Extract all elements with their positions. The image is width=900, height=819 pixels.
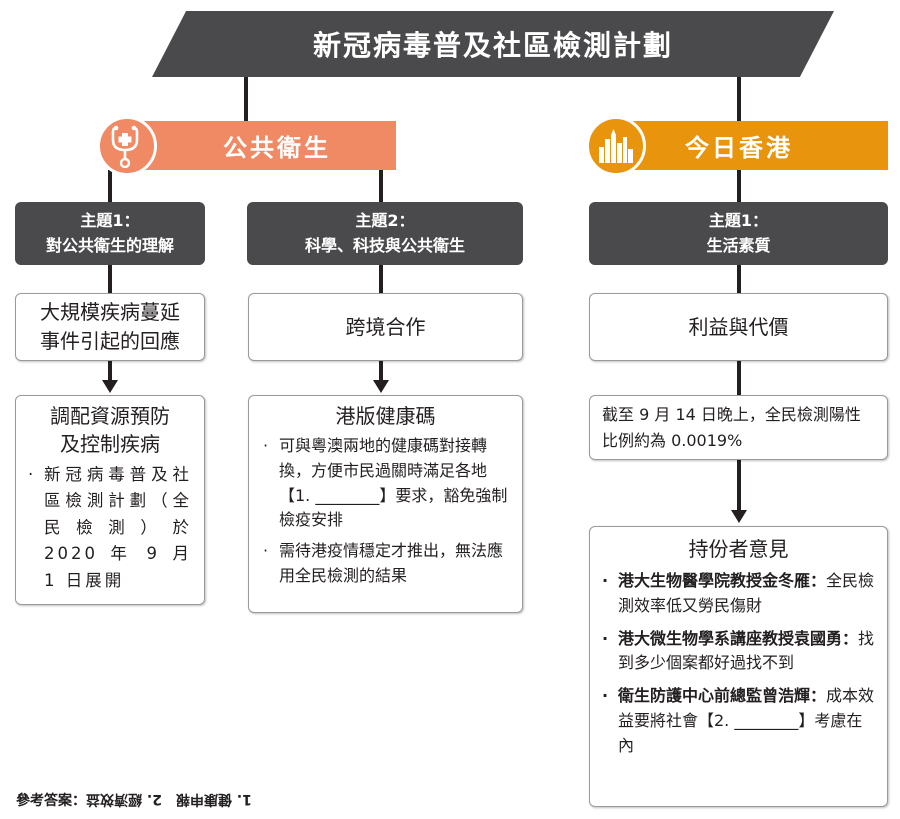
bullet-item: · 新冠病毒普及社區檢測計劃（全民檢測）於 2020 年 9 月 1 日展開 [28,462,192,594]
category-public-health: 公共衛生 [128,121,396,170]
public-health-badge [97,116,157,176]
bullet-text: 新冠病毒普及社區檢測計劃（全民檢測）於 2020 年 9 月 1 日展開 [44,465,192,590]
opinion-speaker: 衛生防護中心前總監曾浩輝： [618,686,827,706]
arrow-down-icon [102,380,118,393]
bullet-dot: · [602,686,609,706]
theme-box-science-technology: 主題2： 科學、科技與公共衛生 [247,202,523,265]
bullet-item: · 可與粵澳兩地的健康碼對接轉換，方便市民過關時滿足各地【1. ________… [263,434,508,533]
detail-title: 港版健康碼 [263,402,508,430]
answer-key: 參考答案：1. 健康申報 2. 經濟效益 [16,790,252,810]
bullet-dot: · [602,628,609,648]
opinion-text: 港大生物醫學院教授金冬雁：全民檢測效率低又勞民傷財 [618,569,875,619]
topic-line: 利益與代價 [688,314,789,339]
theme-number: 主題1： [80,210,140,230]
connector-cat2-theme1 [737,170,741,202]
theme-number: 主題1： [708,210,769,230]
detail-title-line: 港版健康碼 [335,404,436,428]
opinion-content: 成本效益要將社會【2. ________】考慮在內 [618,686,875,755]
hong-kong-badge [586,116,646,176]
connector-cat1-theme1 [108,170,112,202]
arrow-down-icon [731,510,747,523]
detail-box-resource-allocation: 調配資源預防 及控制疾病 · 新冠病毒普及社區檢測計劃（全民檢測）於 2020 … [15,395,205,605]
connector-title-left [244,77,248,121]
connector-title-right [737,77,741,121]
connector-topic2-detail [379,361,383,382]
detail-title-line: 及控制疾病 [60,432,160,456]
detail-title: 調配資源預防 及控制疾病 [28,402,192,458]
opinion-item: · 港大微生物學系講座教授袁國勇：找到多少個案都好過找不到 [602,627,875,677]
arrow-down-icon [373,380,389,393]
category-hong-kong-today: 今日香港 [620,121,888,170]
bullet-dot: · [28,465,34,484]
opinion-content: 找到多少個案都好過找不到 [618,628,875,673]
bullet-dot: · [602,571,609,590]
opinion-text: 港大微生物學系講座教授袁國勇：找到多少個案都好過找不到 [618,627,875,677]
diagram-title: 新冠病毒普及社區檢測計劃 [152,11,834,77]
connector-theme3-topic [737,265,741,293]
topic-line: 跨境合作 [345,314,426,339]
topic-line: 事件引起的回應 [40,329,180,353]
opinion-text: 衛生防護中心前總監曾浩輝：成本效益要將社會【2. ________】考慮在內 [618,684,875,758]
theme-title: 對公共衛生的理解 [45,235,174,255]
stat-text: 截至 9 月 14 日晚上，全民檢測陽性比例約為 0.0019% [602,405,861,450]
opinion-content: 全民檢測效率低又勞民傷財 [618,571,875,615]
theme-box-quality-of-life: 主題1： 生活素質 [589,202,888,265]
theme-title: 生活素質 [706,235,771,255]
opinion-item: · 港大生物醫學院教授金冬雁：全民檢測效率低又勞民傷財 [602,569,875,619]
bullet-text: 可與粵澳兩地的健康碼對接轉換，方便市民過關時滿足各地【1. ________】要… [279,436,508,530]
answer-key-flipped-text: 1. 健康申報 2. 經濟效益 [86,791,252,807]
bullet-text: 需待港疫情穩定才推出，無法應用全民檢測的結果 [279,541,504,585]
stethoscope-icon [111,125,139,168]
category-label: 公共衛生 [223,134,331,162]
bullet-dot: · [263,436,269,455]
connector-theme2-topic [379,265,383,293]
connector-theme1-topic [108,265,112,293]
category-label: 今日香港 [685,134,793,162]
connector-topic3-stat [737,361,741,395]
opinion-speaker: 港大生物醫學院教授金冬雁： [618,571,827,590]
answer-key-label: 參考答案： [16,793,86,809]
stat-box-positive-rate: 截至 9 月 14 日晚上，全民檢測陽性比例約為 0.0019% [589,395,888,460]
topic-box-cross-border-cooperation: 跨境合作 [248,293,523,361]
topic-box-benefits-and-costs: 利益與代價 [589,293,888,361]
detail-box-hk-health-code: 港版健康碼 · 可與粵澳兩地的健康碼對接轉換，方便市民過關時滿足各地【1. __… [248,395,523,613]
topic-line: 大規模疾病蔓延 [40,300,180,324]
detail-title-line: 持份者意見 [688,537,789,561]
detail-box-stakeholder-opinions: 持份者意見 · 港大生物醫學院教授金冬雁：全民檢測效率低又勞民傷財 · 港大微生… [589,526,888,807]
detail-title: 持份者意見 [602,535,875,563]
connector-topic1-detail [108,361,112,382]
city-skyline-icon [599,129,633,163]
opinion-speaker: 港大微生物學系講座教授袁國勇： [618,628,859,648]
topic-box-response-to-outbreaks: 大規模疾病蔓延 事件引起的回應 [15,293,205,361]
theme-number: 主題2： [355,210,415,230]
detail-title-line: 調配資源預防 [50,404,170,428]
bullet-dot: · [263,541,269,561]
theme-title: 科學、科技與公共衛生 [304,235,465,255]
connector-stat-opinions [737,460,741,512]
theme-box-understanding-public-health: 主題1： 對公共衛生的理解 [15,202,205,265]
bullet-item: · 需待港疫情穩定才推出，無法應用全民檢測的結果 [263,539,508,589]
opinion-item: · 衛生防護中心前總監曾浩輝：成本效益要將社會【2. ________】考慮在內 [602,684,875,758]
connector-cat1-theme2 [379,170,383,202]
